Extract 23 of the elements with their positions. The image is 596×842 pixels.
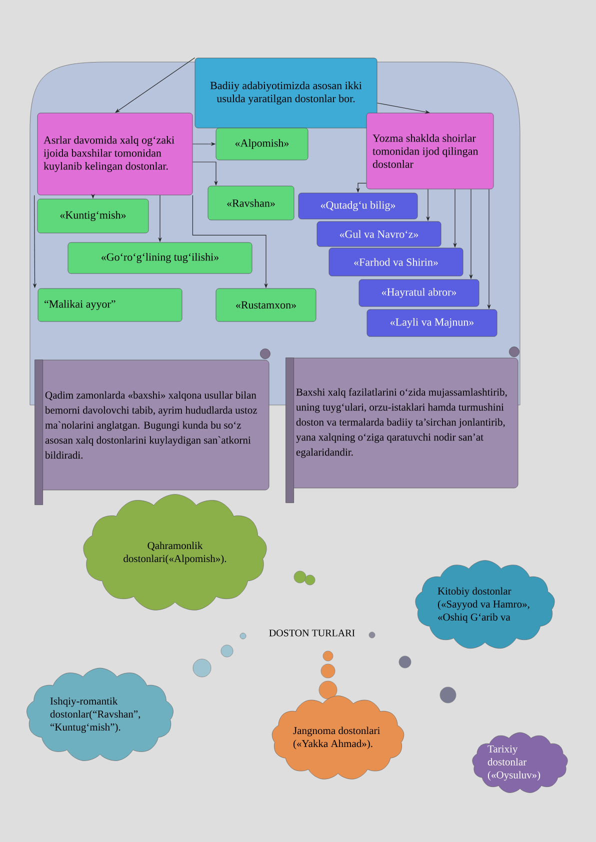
title-box: «Alpomish» [216, 128, 308, 160]
thought-cloud: Kitobiy dostonlar («Sayyod va Hamro», «Oshiq G‘arib va [415, 560, 555, 649]
title-box: «Qutadg‘u bilig» [298, 192, 418, 220]
scroll-box: Baxshi xalq fazilatlarini o‘zida mujassamlashtirib, uning tuyg‘ulari, orzu-istaklari hamda turmushini doston va termalarda badiiy ta’sirchan jonlantirib, yana xalqning o‘ziga qaratuvchi nodir san’at egalaridandir. [286, 346, 520, 503]
title-box: «Kuntig‘mish» [37, 198, 149, 234]
title-box: «Farhod va Shirin» [328, 248, 464, 276]
title-box: «Go‘ro‘g‘lining tug‘ilishi» [68, 242, 252, 274]
title-box: «Hayratul abror» [358, 279, 480, 307]
summary-box: Badiiy adabiyotimizda asosan ikki usulda yaratilgan dostonlar bor. [194, 58, 378, 128]
title-box: «Ravshan» [208, 186, 294, 220]
thought-cloud: Jangnoma dostonlari («Yakka Ahmad»). [272, 696, 404, 780]
scroll-box: Qadim zamonlarda «baxshi» xalqona usullar bilan bemorni davolovchi tabib, ayrim hududlarda ustoz ma`nolarini anglatgan. Bugungi kunda bu so‘z asosan xalq dostonlarini kuylaydigan san`atkorni bildiradi. [34, 348, 270, 505]
arrow [115, 58, 196, 113]
thought-cloud: Tarixiy dostonlar («Oysuluv») [472, 732, 568, 793]
category-box: Yozma shaklda shoirlar tomonidan ijod qilingan dostonlar [366, 112, 494, 190]
title-box: «Layli va Majnun» [366, 309, 498, 337]
title-box: «Gul va Navro‘z» [316, 221, 442, 247]
thought-cloud: Qahramonlik dostonlari(«Alpomish»). [83, 494, 267, 610]
category-box: Asrlar davomida xalq og‘zaki ijoida baxshilar tomonidan kuylanib kelingan dostonlar. [37, 112, 193, 196]
center-label: DOSTON TURLARI [269, 630, 355, 636]
thought-cloud: Ishqiy-romantik dostonlar(“Ravshan”, “Kuntug‘mish”). [26, 668, 174, 761]
title-box: “Malikai ayyor” [38, 288, 182, 322]
title-box: «Rustamxon» [216, 288, 316, 322]
